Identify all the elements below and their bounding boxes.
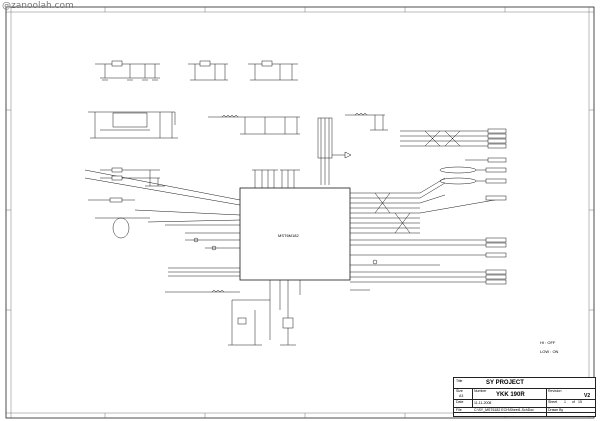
connector-top-right [400, 128, 507, 163]
left-wiring [84, 167, 241, 293]
date-value: 11-11-2008 [474, 401, 492, 405]
main-ic [239, 169, 351, 320]
power-block-vdd3 [248, 60, 298, 81]
sheet-frame [5, 6, 595, 419]
date-label: Date [456, 400, 464, 404]
regulator-block [88, 111, 178, 139]
sheet-value: 1 [564, 400, 566, 404]
note-hdmi-on: LOW : ON [540, 349, 559, 354]
revision-value: V2 [584, 393, 591, 399]
right-bus [350, 166, 507, 291]
filter-block-vdd33 [208, 115, 300, 135]
of-value: 15 [578, 400, 582, 404]
watermark: @zanoolah.com [2, 1, 74, 11]
power-block-vdd1 [95, 60, 160, 81]
project-name: SY PROJECT [486, 380, 524, 386]
file-label: File [456, 408, 462, 412]
model-number: YKK 190R [496, 392, 525, 398]
size-label: Size [456, 389, 463, 393]
power-block-vdd2 [188, 60, 228, 81]
crystal-block [228, 299, 296, 346]
file-path: C:\SY_MST6182 ECH\Sheet1.SchDoc [474, 408, 534, 412]
number-label: Number [474, 389, 487, 393]
chip-label: MST6M182 [278, 233, 299, 238]
title-label: Title [456, 379, 463, 383]
note-hdmi-off: HI : OFF [540, 340, 556, 345]
size-value: A3 [459, 394, 464, 398]
filter-block-avdd [345, 113, 388, 131]
resistor-array-top [317, 117, 352, 185]
drawn-by-label: Drawn By [548, 408, 564, 412]
zone-ticks [6, 7, 594, 418]
title-block: Title SY PROJECT Size A3 Number YKK 190R… [453, 377, 596, 417]
sheet-label: Sheet [548, 400, 558, 404]
revision-label: Revision [548, 389, 562, 393]
of-label: of [572, 400, 575, 404]
